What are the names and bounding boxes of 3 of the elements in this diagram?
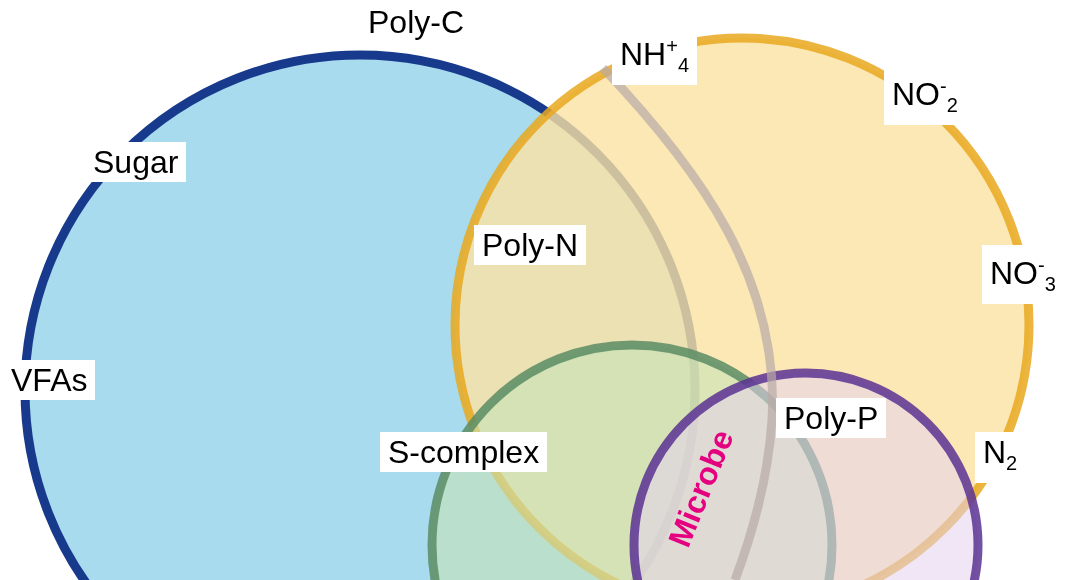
element-label: S-complex [380, 432, 548, 472]
element-label: Poly-P [776, 398, 887, 438]
element-label: Poly-N [474, 225, 586, 265]
